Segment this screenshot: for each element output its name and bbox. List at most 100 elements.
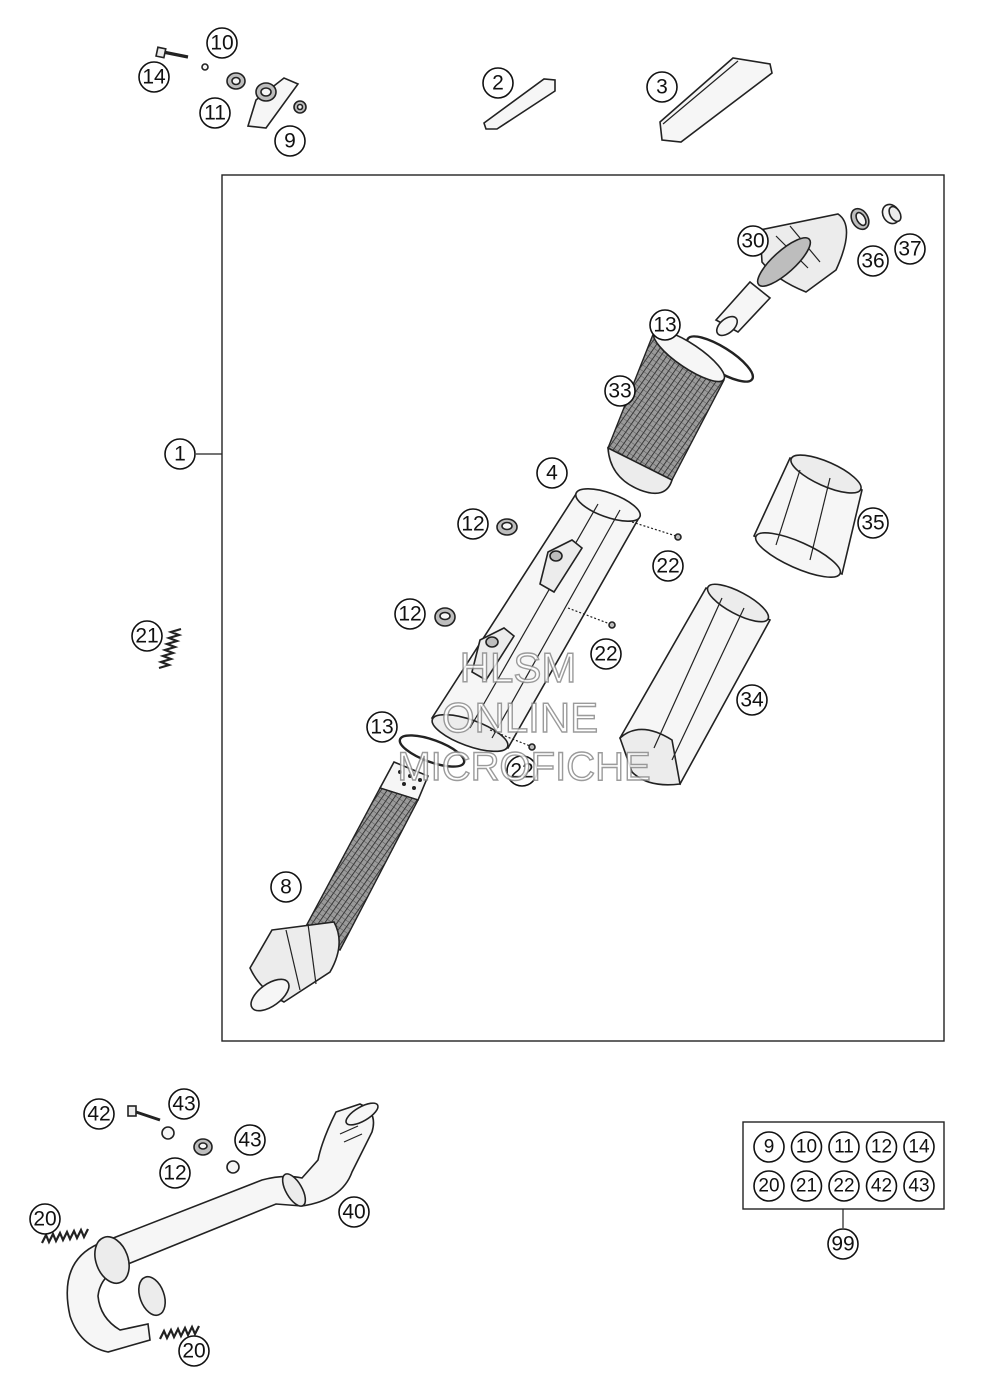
heat-protection-pad-3 <box>659 57 773 143</box>
spacer-ring-36 <box>850 207 870 231</box>
watermark: HLSM ONLINE MICROFICHE <box>397 643 652 789</box>
svg-text:13: 13 <box>653 314 676 337</box>
svg-text:ONLINE: ONLINE <box>442 694 598 741</box>
kit-item-label: 43 <box>908 1176 929 1197</box>
callout-35[interactable]: 35 <box>857 507 889 539</box>
spring-20-a <box>41 1227 89 1245</box>
callout-8[interactable]: 8 <box>270 871 302 903</box>
silencer-assembly-frame <box>221 174 945 1042</box>
svg-text:35: 35 <box>861 512 884 535</box>
callout-20-a[interactable]: 20 <box>29 1203 61 1235</box>
kit-item-label: 11 <box>834 1137 854 1158</box>
callout-3[interactable]: 3 <box>646 71 678 103</box>
callout-12-header[interactable]: 12 <box>159 1157 191 1189</box>
silencer-housing-4 <box>430 488 642 753</box>
callout-99[interactable]: 99 <box>827 1228 859 1260</box>
callout-42[interactable]: 42 <box>83 1098 115 1130</box>
callout-2[interactable]: 2 <box>482 67 514 99</box>
svg-text:4: 4 <box>546 462 558 485</box>
outer-sleeve-35 <box>752 454 863 578</box>
kit-item-12[interactable]: 12 <box>865 1131 898 1163</box>
svg-text:42: 42 <box>87 1103 110 1126</box>
kit-item-label: 20 <box>758 1176 779 1197</box>
callout-labels: 14 10 11 9 2 3 1 21 30 36 37 13 33 4 35 … <box>29 27 926 1367</box>
kit-item-label: 14 <box>908 1137 930 1158</box>
nut-9 <box>293 100 307 114</box>
svg-text:21: 21 <box>135 625 158 648</box>
callout-20-b[interactable]: 20 <box>178 1335 210 1367</box>
kit-item-9[interactable]: 9 <box>753 1131 785 1163</box>
svg-text:22: 22 <box>510 760 533 783</box>
callout-37[interactable]: 37 <box>894 233 926 265</box>
callout-4[interactable]: 4 <box>536 457 568 489</box>
spring-20-b <box>159 1324 200 1341</box>
svg-text:8: 8 <box>280 876 292 899</box>
callout-22-c[interactable]: 22 <box>506 755 538 787</box>
svg-text:43: 43 <box>238 1129 261 1152</box>
svg-text:34: 34 <box>740 689 764 712</box>
callout-34[interactable]: 34 <box>736 684 768 716</box>
svg-text:2: 2 <box>492 72 504 95</box>
svg-text:14: 14 <box>142 66 166 89</box>
callout-12-upper[interactable]: 12 <box>457 508 489 540</box>
bolt-14 <box>155 46 189 59</box>
callout-40[interactable]: 40 <box>338 1196 370 1228</box>
kit-item-21[interactable]: 21 <box>790 1170 823 1202</box>
svg-text:3: 3 <box>656 76 668 99</box>
svg-text:12: 12 <box>398 603 421 626</box>
grommet-12-upper <box>496 518 518 536</box>
callout-14[interactable]: 14 <box>138 61 170 93</box>
kit-item-14[interactable]: 14 <box>903 1131 935 1163</box>
perforated-insert-33 <box>607 329 726 495</box>
callout-13-upper[interactable]: 13 <box>649 309 681 341</box>
grommet-12-header <box>193 1138 213 1156</box>
kit-item-43[interactable]: 43 <box>903 1170 935 1202</box>
callout-9[interactable]: 9 <box>274 125 306 157</box>
callout-21[interactable]: 21 <box>131 620 163 652</box>
callout-43-a[interactable]: 43 <box>168 1088 200 1120</box>
callout-22-b[interactable]: 22 <box>590 638 622 670</box>
svg-text:20: 20 <box>33 1208 56 1231</box>
kit-item-label: 42 <box>871 1176 892 1197</box>
washer-43-b <box>226 1160 240 1174</box>
callout-33[interactable]: 33 <box>604 375 636 407</box>
washer-43-a <box>161 1126 175 1140</box>
svg-text:37: 37 <box>898 238 921 261</box>
svg-text:1: 1 <box>174 443 186 466</box>
kit-item-11[interactable]: 11 <box>828 1131 860 1163</box>
screw-22-a <box>631 521 682 541</box>
svg-text:36: 36 <box>861 250 884 273</box>
callout-36[interactable]: 36 <box>857 245 889 277</box>
callout-22-a[interactable]: 22 <box>652 550 684 582</box>
kit-item-label: 10 <box>796 1137 817 1158</box>
header-pipe-40 <box>66 1102 379 1353</box>
callout-1[interactable]: 1 <box>164 438 196 470</box>
svg-text:43: 43 <box>172 1093 195 1116</box>
grommet-12-lower <box>434 607 456 627</box>
hardware-kit-grid: 9 10 11 12 14 20 21 22 42 43 <box>753 1131 935 1202</box>
outer-sleeve-34 <box>618 583 772 786</box>
kit-item-42[interactable]: 42 <box>865 1170 898 1202</box>
svg-text:22: 22 <box>656 555 679 578</box>
bracket-plate <box>246 77 300 129</box>
kit-item-10[interactable]: 10 <box>790 1131 823 1163</box>
spring-21 <box>157 627 183 670</box>
kit-item-20[interactable]: 20 <box>753 1170 785 1202</box>
svg-text:MICROFICHE: MICROFICHE <box>397 745 650 789</box>
callout-30[interactable]: 30 <box>737 225 769 257</box>
callout-10[interactable]: 10 <box>206 27 238 59</box>
inlet-cone-8 <box>249 760 430 1012</box>
callout-11[interactable]: 11 <box>199 97 231 129</box>
callout-12-lower[interactable]: 12 <box>394 598 426 630</box>
screw-22-c <box>489 729 536 751</box>
end-cap-30 <box>714 213 848 337</box>
callout-43-b[interactable]: 43 <box>234 1124 266 1156</box>
kit-item-label: 22 <box>833 1176 854 1197</box>
svg-text:9: 9 <box>284 130 296 153</box>
kit-item-22[interactable]: 22 <box>828 1170 860 1202</box>
header-bolt-42 <box>127 1105 161 1122</box>
rubber-bushing-11 <box>226 72 246 90</box>
callout-13-lower[interactable]: 13 <box>366 711 398 743</box>
svg-text:99: 99 <box>831 1233 854 1256</box>
